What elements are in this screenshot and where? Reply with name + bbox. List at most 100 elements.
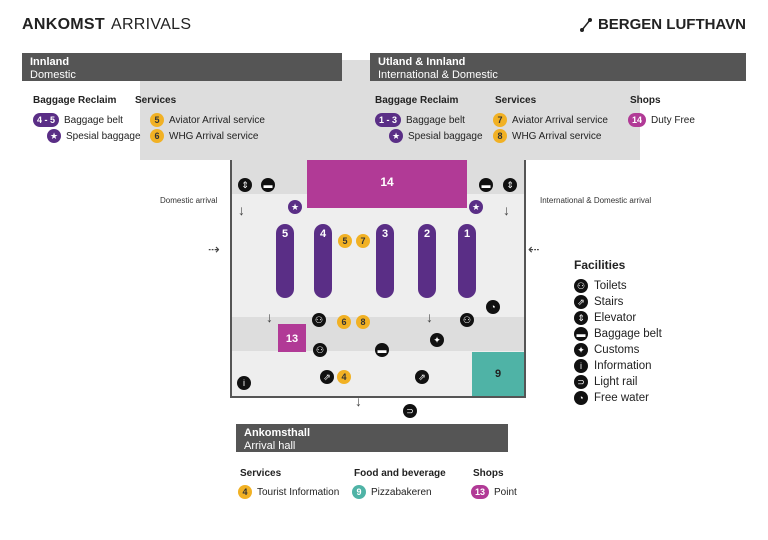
service-7-marker[interactable]: 7 [356, 234, 370, 248]
customs-icon: ✦ [574, 343, 588, 357]
light-rail-icon: ⊃ [403, 404, 417, 418]
facility-label: Information [594, 360, 652, 372]
service-6-marker[interactable]: 6 [337, 315, 351, 329]
international-shops-title: Shops [630, 95, 661, 106]
page-title: ANKOMST ARRIVALS [22, 16, 191, 34]
belt-number: 3 [381, 228, 389, 240]
facility-label: Elevator [594, 312, 637, 324]
title-bold: ANKOMST [22, 16, 105, 33]
belt-number: 1 [463, 228, 471, 240]
legend-label: WHG Arrival service [512, 130, 602, 142]
service-5-marker[interactable]: 5 [338, 234, 352, 248]
elevator-icon: ⇕ [238, 178, 252, 192]
international-shops-list: 14 Duty Free [628, 112, 695, 128]
facility-label: Customs [594, 344, 640, 356]
customs-icon: ✦ [430, 333, 444, 347]
legend-label: Point [494, 486, 517, 498]
domestic-bar: Innland Domestic [22, 53, 342, 81]
baggage-belt-4[interactable]: 4 [314, 224, 332, 298]
list-item: 13 Point [471, 484, 517, 500]
toilets-icon: ⚇ [574, 279, 588, 293]
international-arrival-label: International & Domestic arrival [540, 196, 652, 205]
baggage-belt-icon: ▬ [261, 178, 275, 192]
title-light: ARRIVALS [110, 16, 192, 33]
stairs-icon: ⇗ [574, 295, 588, 309]
shop-badge: 13 [471, 485, 490, 499]
special-baggage-star-icon: ★ [288, 200, 302, 214]
domestic-bar-title: Innland [30, 56, 70, 68]
international-services-title: Services [495, 95, 537, 106]
service-badge: 6 [150, 129, 164, 143]
hall-services-title: Services [240, 468, 282, 479]
special-baggage-star-icon: ★ [47, 129, 61, 143]
list-item: ⇗ Stairs [574, 294, 662, 310]
facility-label: Light rail [594, 376, 638, 388]
belt-badge: 4 - 5 [33, 113, 60, 127]
baggage-belt-3[interactable]: 3 [376, 224, 394, 298]
list-item: ★ Spesial baggage [389, 128, 483, 144]
stairs-icon: ⇗ [320, 370, 334, 384]
information-icon: i [237, 376, 251, 390]
facility-label: Baggage belt [594, 328, 662, 340]
special-baggage-star-icon: ★ [469, 200, 483, 214]
facility-label: Stairs [594, 296, 624, 308]
toilets-icon: ⚇ [312, 313, 326, 327]
list-item: ✦ Customs [574, 342, 662, 358]
list-item: 6 WHG Arrival service [150, 128, 265, 144]
list-item: ⇕Elevator [574, 310, 662, 326]
arrival-hall-bar: Ankomsthall Arrival hall [236, 424, 508, 452]
baggage-belt-1[interactable]: 1 [458, 224, 476, 298]
arrow-down-icon: ↓ [238, 202, 245, 218]
facilities-list: ⚇Toilets ⇗Stairs ⇕Elevator ▬Baggage belt… [574, 278, 662, 406]
arrow-down-icon: ↓ [426, 309, 433, 325]
belt-number: 4 [319, 228, 327, 240]
brand-mark-icon [579, 17, 592, 32]
service-badge: 8 [493, 129, 507, 143]
belt-number: 2 [423, 228, 431, 240]
duty-free-shop[interactable]: 14 [307, 160, 467, 208]
legend-label: WHG Arrival service [169, 130, 259, 142]
international-bar-title: Utland & Innland [378, 56, 466, 68]
baggage-belt-icon: ▬ [479, 178, 493, 192]
international-bar: Utland & Innland International & Domesti… [370, 53, 746, 81]
international-bar-subtitle: International & Domestic [378, 69, 498, 81]
toilets-icon: ⚇ [313, 343, 327, 357]
shop-badge: 14 [628, 113, 647, 127]
baggage-belt-icon: ▬ [375, 343, 389, 357]
domestic-services-title: Services [135, 95, 177, 106]
arrow-right-icon: ⇢ [208, 241, 220, 257]
arrow-down-icon: ↓ [266, 309, 273, 325]
legend-label: Aviator Arrival service [169, 114, 265, 126]
arrival-hall-title: Ankomsthall [244, 427, 311, 439]
belt-number: 5 [281, 228, 289, 240]
special-baggage-star-icon: ★ [389, 129, 403, 143]
baggage-belt-2[interactable]: 2 [418, 224, 436, 298]
tourist-info-marker[interactable]: 4 [337, 370, 351, 384]
brand-logo: BERGEN LUFTHAVN [579, 16, 746, 33]
duty-free-number: 14 [380, 175, 394, 189]
legend-label: Spesial baggage [66, 130, 141, 142]
legend-label: Aviator Arrival service [512, 114, 608, 126]
baggage-belt-5[interactable]: 5 [276, 224, 294, 298]
hall-food-title: Food and beverage [354, 468, 446, 479]
free-water-icon: ◔ [574, 391, 588, 405]
domestic-baggage-title: Baggage Reclaim [33, 95, 117, 106]
service-8-marker[interactable]: 8 [356, 315, 370, 329]
arrival-hall-subtitle: Arrival hall [244, 440, 296, 452]
pizzabakeren-restaurant[interactable]: 9 [472, 352, 524, 396]
legend-label: Duty Free [651, 114, 695, 126]
legend-label: Spesial baggage [408, 130, 483, 142]
list-item: 14 Duty Free [628, 112, 695, 128]
list-item: ★ Spesial baggage [47, 128, 141, 144]
list-item: 8 WHG Arrival service [493, 128, 608, 144]
facilities-title: Facilities [574, 258, 626, 272]
point-shop[interactable]: 13 [278, 324, 306, 352]
legend-label: Pizzabakeren [371, 486, 432, 498]
toilets-icon: ⚇ [460, 313, 474, 327]
hall-shops-title: Shops [473, 468, 504, 479]
stairs-icon: ⇗ [415, 370, 429, 384]
list-item: ◔Free water [574, 390, 662, 406]
